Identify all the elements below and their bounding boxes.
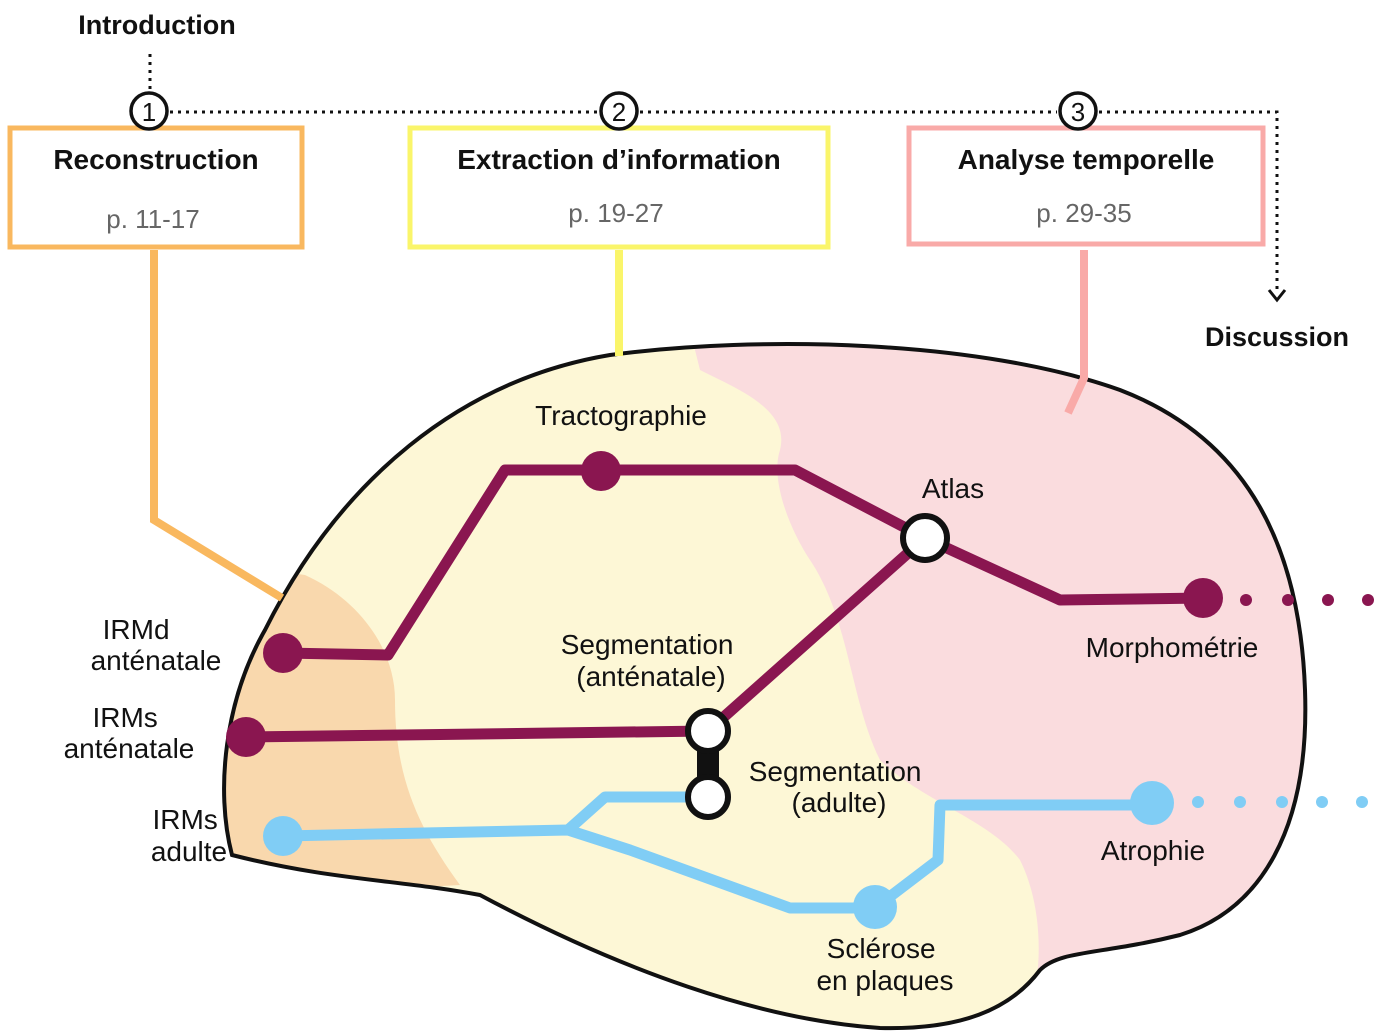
- node-irmd-antenatale[interactable]: [263, 633, 303, 673]
- label-irmd-antenatale: IRMd anténatale: [91, 614, 222, 676]
- section-number: 2: [612, 97, 626, 127]
- label-line: Atlas: [922, 473, 984, 504]
- label-atlas: Atlas: [922, 473, 984, 504]
- line-sclerose-to-atrophie: [869, 799, 1158, 914]
- analyse-connector: [1064, 250, 1088, 415]
- label-atrophie: Atrophie: [1101, 835, 1205, 866]
- section-marker-2: 2: [599, 91, 639, 131]
- label-line: anténatale: [91, 645, 222, 676]
- node-atlas[interactable]: [900, 513, 950, 563]
- line-irms-to-segmentation: [240, 725, 714, 743]
- node-morphometrie[interactable]: [1183, 578, 1223, 618]
- section-title: Extraction d’information: [457, 144, 781, 175]
- node-irms-adulte[interactable]: [263, 816, 303, 856]
- line-irmd-to-morphometrie: [277, 464, 1211, 661]
- node-atrophie[interactable]: [1130, 781, 1174, 825]
- line-branch-to-segmentation-adulte: [562, 791, 714, 836]
- label-line: en plaques: [816, 965, 953, 996]
- label-line: Atrophie: [1101, 835, 1205, 866]
- morphometrie-continuation: [1240, 594, 1374, 606]
- label-line: IRMs: [92, 702, 157, 733]
- label-line: Tractographie: [535, 400, 707, 431]
- label-irms-antenatale: IRMs anténatale: [64, 702, 195, 764]
- reconstruction-connector: [150, 250, 285, 602]
- section-title: Reconstruction: [53, 144, 258, 175]
- label-segmentation-adulte: Segmentation (adulte): [749, 756, 930, 818]
- label-line: (adulte): [792, 787, 887, 818]
- node-segmentation-antenatale[interactable]: [685, 708, 731, 754]
- label-line: Sclérose: [827, 933, 936, 964]
- section-pages: p. 19-27: [568, 198, 663, 228]
- section-box-reconstruction[interactable]: Reconstruction p. 11-17: [7, 125, 305, 250]
- section-number: 3: [1071, 97, 1085, 127]
- label-line: (anténatale): [576, 661, 725, 692]
- section-pages: p. 29-35: [1036, 198, 1131, 228]
- line-irms-adulte-to-sclerose: [277, 824, 881, 914]
- section-box-extraction[interactable]: Extraction d’information p. 19-27: [407, 125, 831, 250]
- section-box-analyse[interactable]: Analyse temporelle p. 29-35: [906, 125, 1266, 247]
- label-morphometrie: Morphométrie: [1086, 632, 1259, 663]
- section-marker-1: 1: [129, 91, 169, 131]
- section-number: 1: [142, 97, 156, 127]
- node-sclerose[interactable]: [853, 885, 897, 929]
- label-line: anténatale: [64, 733, 195, 764]
- region-analyse: [690, 344, 1306, 1010]
- section-pages: p. 11-17: [106, 204, 199, 234]
- label-line: Morphométrie: [1086, 632, 1259, 663]
- sections-dotted-path: [170, 110, 1279, 292]
- structural-pipeline: [240, 464, 1211, 743]
- adult-pipeline: [277, 791, 1158, 914]
- discussion-label[interactable]: Discussion: [1205, 322, 1349, 352]
- section-title: Analyse temporelle: [958, 144, 1215, 175]
- section-marker-3: 3: [1058, 91, 1098, 131]
- label-segmentation-antenatale: Segmentation (anténatale): [561, 629, 742, 692]
- node-irms-antenatale[interactable]: [226, 717, 266, 757]
- label-line: IRMs: [152, 804, 217, 835]
- brain-outline: [222, 342, 1308, 1031]
- arrow-down-icon: [1267, 289, 1287, 303]
- atrophie-continuation: [1192, 796, 1368, 808]
- label-sclerose: Sclérose en plaques: [816, 933, 953, 996]
- node-tractographie[interactable]: [581, 451, 621, 491]
- label-line: adulte: [151, 836, 227, 867]
- label-tractographie: Tractographie: [535, 400, 707, 431]
- label-line: Segmentation: [561, 629, 734, 660]
- label-irms-adulte: IRMs adulte: [151, 804, 227, 867]
- label-line: Segmentation: [749, 756, 922, 787]
- label-line: IRMd: [103, 614, 170, 645]
- line-segmentation-to-atlas: [702, 532, 931, 737]
- introduction-label[interactable]: Introduction: [78, 10, 235, 40]
- node-segmentation-adulte[interactable]: [685, 774, 731, 820]
